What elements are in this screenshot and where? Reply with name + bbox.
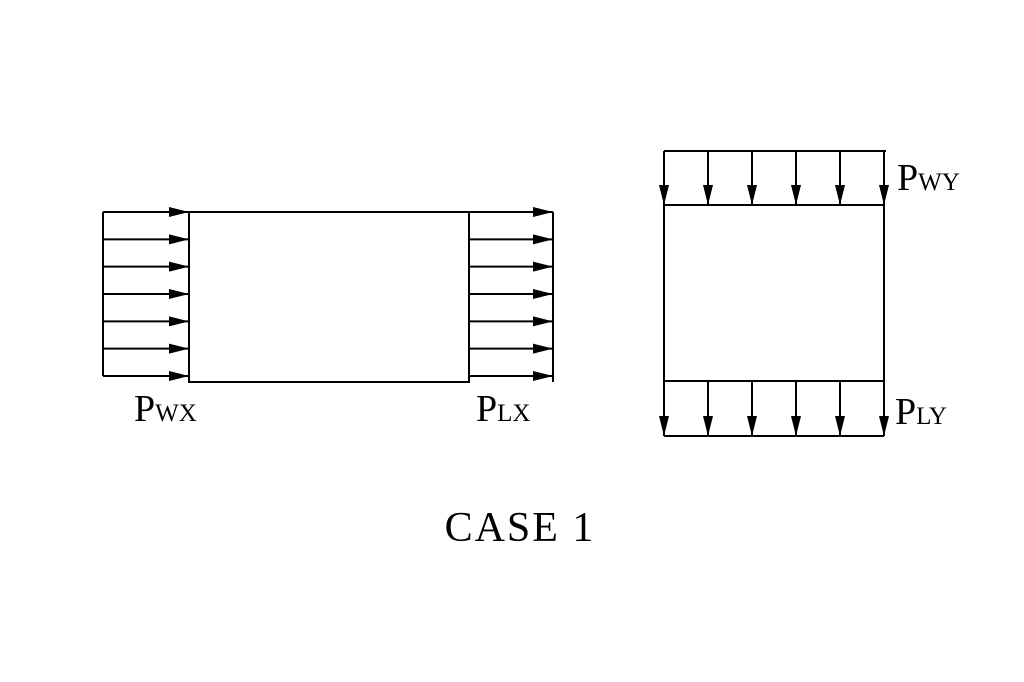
plate-rectangle-y [663, 204, 885, 382]
label-ply: PLY [895, 391, 947, 433]
horizontal-load-figure [102, 207, 554, 383]
label-plx: PLX [476, 388, 530, 430]
case-title: CASE 1 [445, 505, 596, 551]
vertical-load-figure [659, 150, 889, 437]
plate-rectangle-x [188, 211, 470, 383]
label-pwy: PWY [897, 157, 960, 199]
label-pwx: PWX [134, 388, 197, 430]
